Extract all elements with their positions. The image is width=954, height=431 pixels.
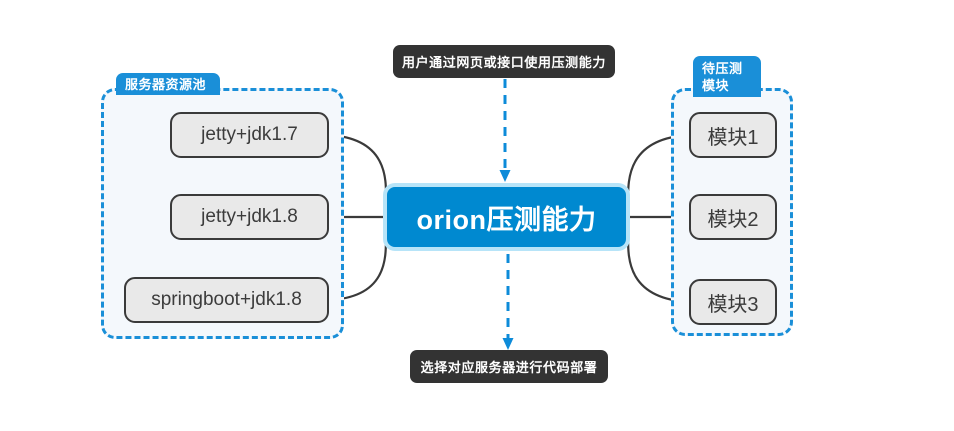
node-jetty-jdk18[interactable]: jetty+jdk1.8: [170, 194, 329, 240]
center-node-orion[interactable]: orion压测能力: [383, 183, 630, 251]
node-jetty-jdk17[interactable]: jetty+jdk1.7: [170, 112, 329, 158]
node-springboot-jdk18[interactable]: springboot+jdk1.8: [124, 277, 329, 323]
callout-bottom-deploy: 选择对应服务器进行代码部署: [410, 350, 608, 383]
node-module-3[interactable]: 模块3: [689, 279, 777, 325]
callout-top-usage: 用户通过网页或接口使用压测能力: [393, 45, 615, 78]
group-tab-server-resource-pool: 服务器资源池: [116, 73, 220, 95]
center-node-label: orion压测能力: [416, 204, 597, 235]
node-module-1[interactable]: 模块1: [689, 112, 777, 158]
node-module-2[interactable]: 模块2: [689, 194, 777, 240]
group-tab-modules-under-test: 待压测模块: [693, 56, 761, 97]
